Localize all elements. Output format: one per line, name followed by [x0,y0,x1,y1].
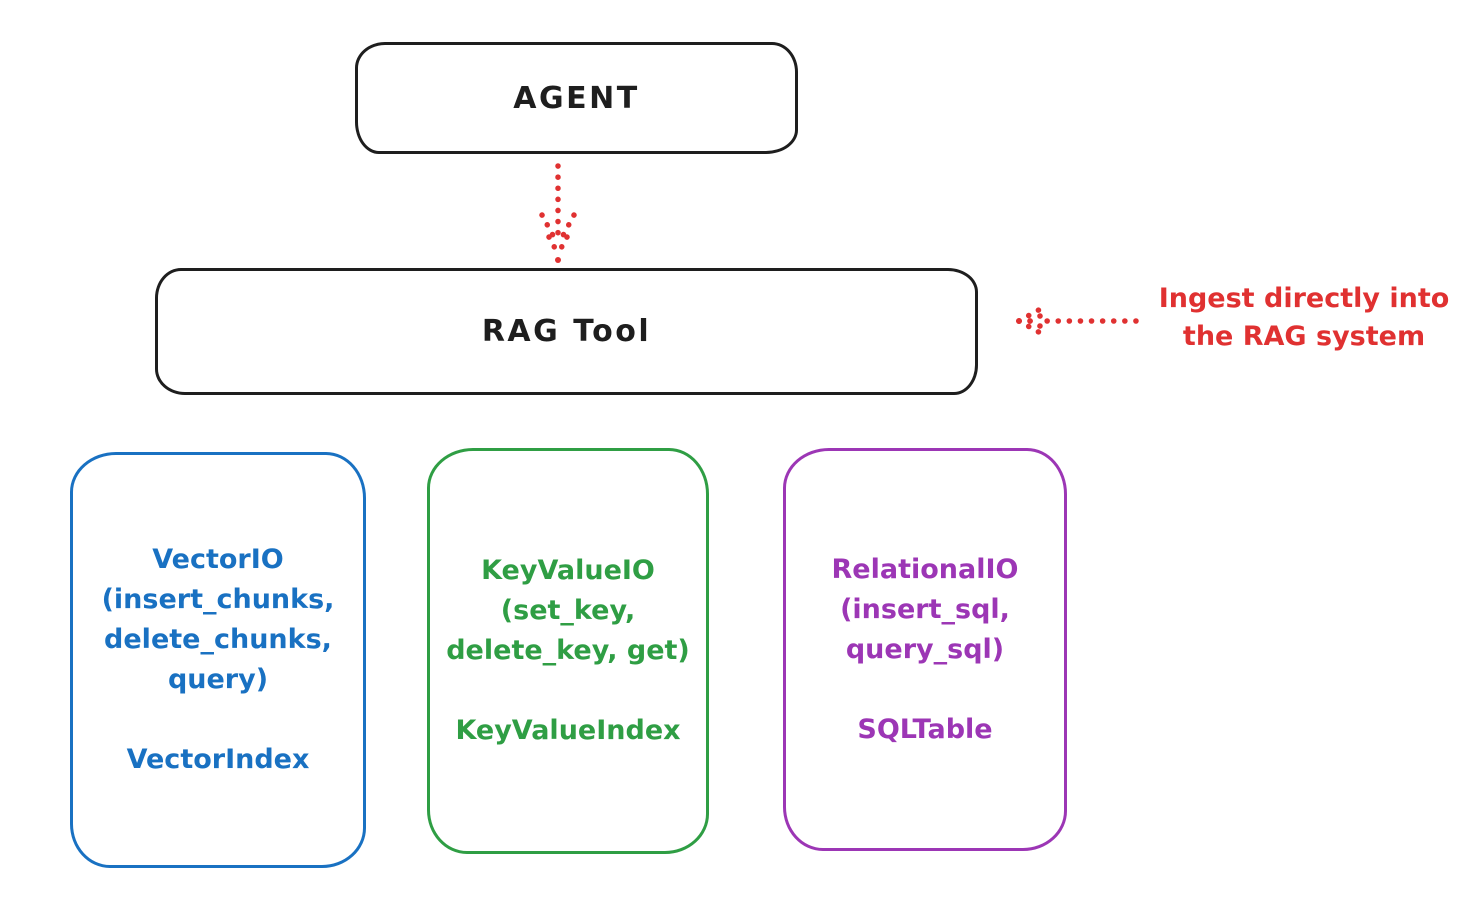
store-io-line: VectorIO [152,544,284,575]
store-io-line: delete_key, get) [446,635,690,666]
ingest-annotation-line1: Ingest directly into [1158,283,1450,314]
store-index-label: KeyValueIndex [455,715,681,746]
store-card-keyvalue-io: KeyValueIO (set_key, delete_key, get) Ke… [427,448,709,854]
agent-node: AGENT [355,42,798,154]
arrow-annotation-to-rag-tool [1012,300,1140,342]
dotted-left-arrow-icon [1016,304,1139,338]
store-io-line: RelationalIO [831,553,1019,585]
rag-tool-node: RAG Tool [155,268,978,395]
store-io-line: query) [167,664,269,695]
ingest-annotation: Ingest directly into the RAG system [1128,280,1480,356]
store-io-line: (insert_sql, [840,593,1010,625]
store-index-label: VectorIndex [126,744,310,775]
store-io-line: (insert_chunks, [101,584,335,615]
store-index-label: SQLTable [857,713,993,745]
store-io-line: (set_key, [500,595,636,626]
store-io-line: KeyValueIO [481,555,655,586]
dotted-down-arrow-icon [539,163,577,263]
store-card-relational-io: RelationalIO (insert_sql, query_sql) SQL… [783,448,1067,851]
store-card-vector-io: VectorIO (insert_chunks, delete_chunks, … [70,452,366,868]
arrow-agent-to-rag-tool [536,163,580,265]
ingest-annotation-line2: the RAG system [1182,321,1426,352]
rag-tool-label: RAG Tool [481,314,652,349]
store-io-line: delete_chunks, [104,624,332,655]
agent-label: AGENT [513,80,640,116]
store-io-line: query_sql) [845,633,1005,665]
